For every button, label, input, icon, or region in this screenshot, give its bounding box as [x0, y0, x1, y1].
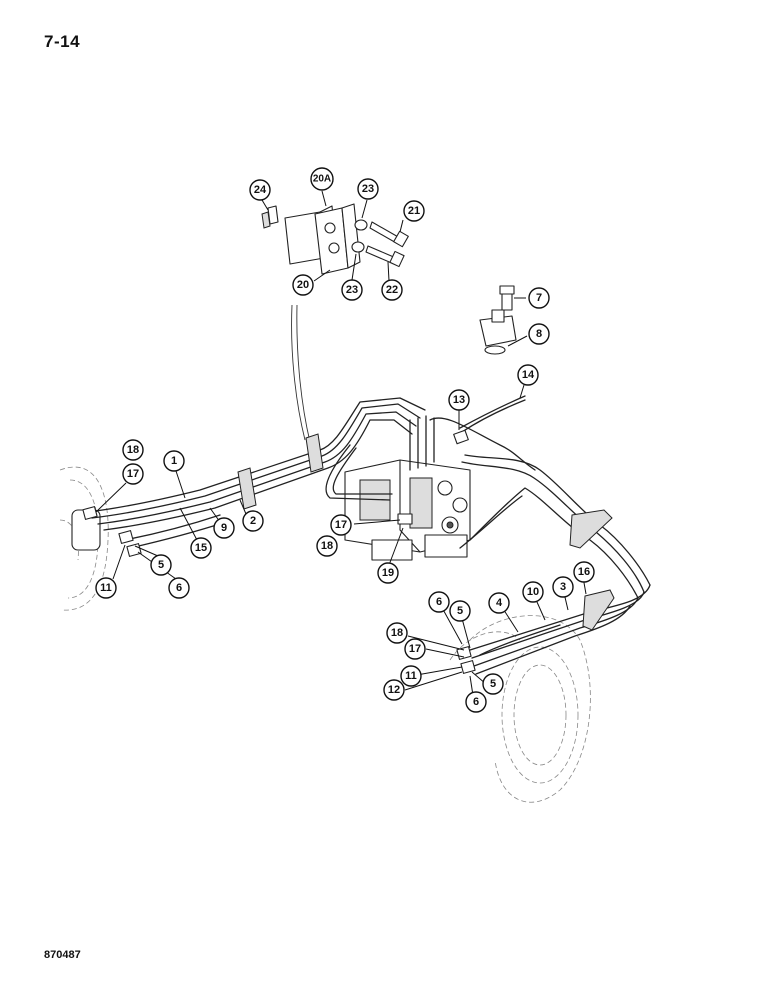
svg-text:5: 5 [490, 678, 496, 690]
svg-text:17: 17 [335, 519, 347, 531]
svg-text:19: 19 [382, 567, 394, 579]
callout-17-left: 17 [122, 463, 144, 485]
svg-text:1: 1 [171, 455, 177, 467]
callout-11-right: 11 [400, 665, 422, 687]
svg-text:14: 14 [522, 369, 535, 381]
svg-text:3: 3 [560, 581, 566, 593]
svg-text:23: 23 [346, 284, 358, 296]
svg-text:5: 5 [158, 559, 164, 571]
svg-text:17: 17 [409, 643, 421, 655]
pipe-clamps [237, 433, 615, 631]
callout-3: 3 [552, 576, 574, 598]
figure-code: 870487 [44, 949, 81, 961]
svg-text:18: 18 [321, 540, 333, 552]
svg-text:11: 11 [405, 670, 417, 682]
control-valve-block [344, 459, 471, 561]
callout-5-left: 5 [150, 554, 172, 576]
svg-text:16: 16 [578, 566, 590, 578]
svg-text:2: 2 [250, 515, 256, 527]
svg-text:7: 7 [536, 292, 542, 304]
callout-16: 16 [573, 561, 595, 583]
callout-23-upper: 23 [357, 178, 379, 200]
callout-7: 7 [528, 287, 550, 309]
svg-text:18: 18 [391, 627, 403, 639]
callout-21: 21 [403, 200, 425, 222]
svg-text:23: 23 [362, 183, 374, 195]
svg-text:20: 20 [297, 279, 309, 291]
exploded-clamp-assembly [261, 203, 409, 275]
callout-5-right-lower: 5 [482, 673, 504, 695]
svg-text:11: 11 [100, 582, 112, 594]
svg-text:17: 17 [127, 468, 139, 480]
callout-10: 10 [522, 581, 544, 603]
svg-text:6: 6 [473, 696, 479, 708]
callout-5-right-upper: 5 [449, 600, 471, 622]
callout-13: 13 [448, 389, 470, 411]
hydraulic-pipe-bundle [87, 304, 651, 675]
page-number: 7-14 [44, 32, 81, 51]
callout-6-right-lower: 6 [465, 691, 487, 713]
callout-2: 2 [242, 510, 264, 532]
callout-17-center: 17 [330, 514, 352, 536]
callout-23-lower: 23 [341, 279, 363, 301]
callout-20a: 20A [310, 167, 334, 191]
svg-text:12: 12 [388, 684, 400, 696]
callout-8: 8 [528, 323, 550, 345]
callout-4: 4 [488, 592, 510, 614]
callout-6-right-upper: 6 [428, 591, 450, 613]
callout-20: 20 [292, 274, 314, 296]
callout-18-left: 18 [122, 439, 144, 461]
svg-text:20A: 20A [313, 174, 331, 185]
svg-text:24: 24 [254, 184, 267, 196]
callout-15: 15 [190, 537, 212, 559]
svg-text:15: 15 [195, 542, 207, 554]
svg-text:9: 9 [221, 522, 227, 534]
callout-17-right: 17 [404, 638, 426, 660]
svg-text:4: 4 [496, 597, 503, 609]
callout-24: 24 [249, 179, 271, 201]
left-wheel-outline [59, 466, 109, 611]
callout-1: 1 [163, 450, 185, 472]
svg-text:22: 22 [386, 284, 398, 296]
callout-22: 22 [381, 279, 403, 301]
svg-text:21: 21 [408, 205, 420, 217]
bolt-and-flange-parts [479, 285, 517, 355]
svg-text:18: 18 [127, 444, 139, 456]
callout-6-left: 6 [168, 577, 190, 599]
svg-text:6: 6 [176, 582, 182, 594]
callout-12: 12 [383, 679, 405, 701]
svg-text:5: 5 [457, 605, 463, 617]
callout-19: 19 [377, 562, 399, 584]
svg-text:13: 13 [453, 394, 465, 406]
callout-18-right: 18 [386, 622, 408, 644]
svg-text:6: 6 [436, 596, 442, 608]
callout-9: 9 [213, 517, 235, 539]
callout-18-center: 18 [316, 535, 338, 557]
svg-text:10: 10 [527, 586, 539, 598]
callout-11-left: 11 [95, 577, 117, 599]
callout-14: 14 [517, 364, 539, 386]
svg-text:8: 8 [536, 328, 542, 340]
